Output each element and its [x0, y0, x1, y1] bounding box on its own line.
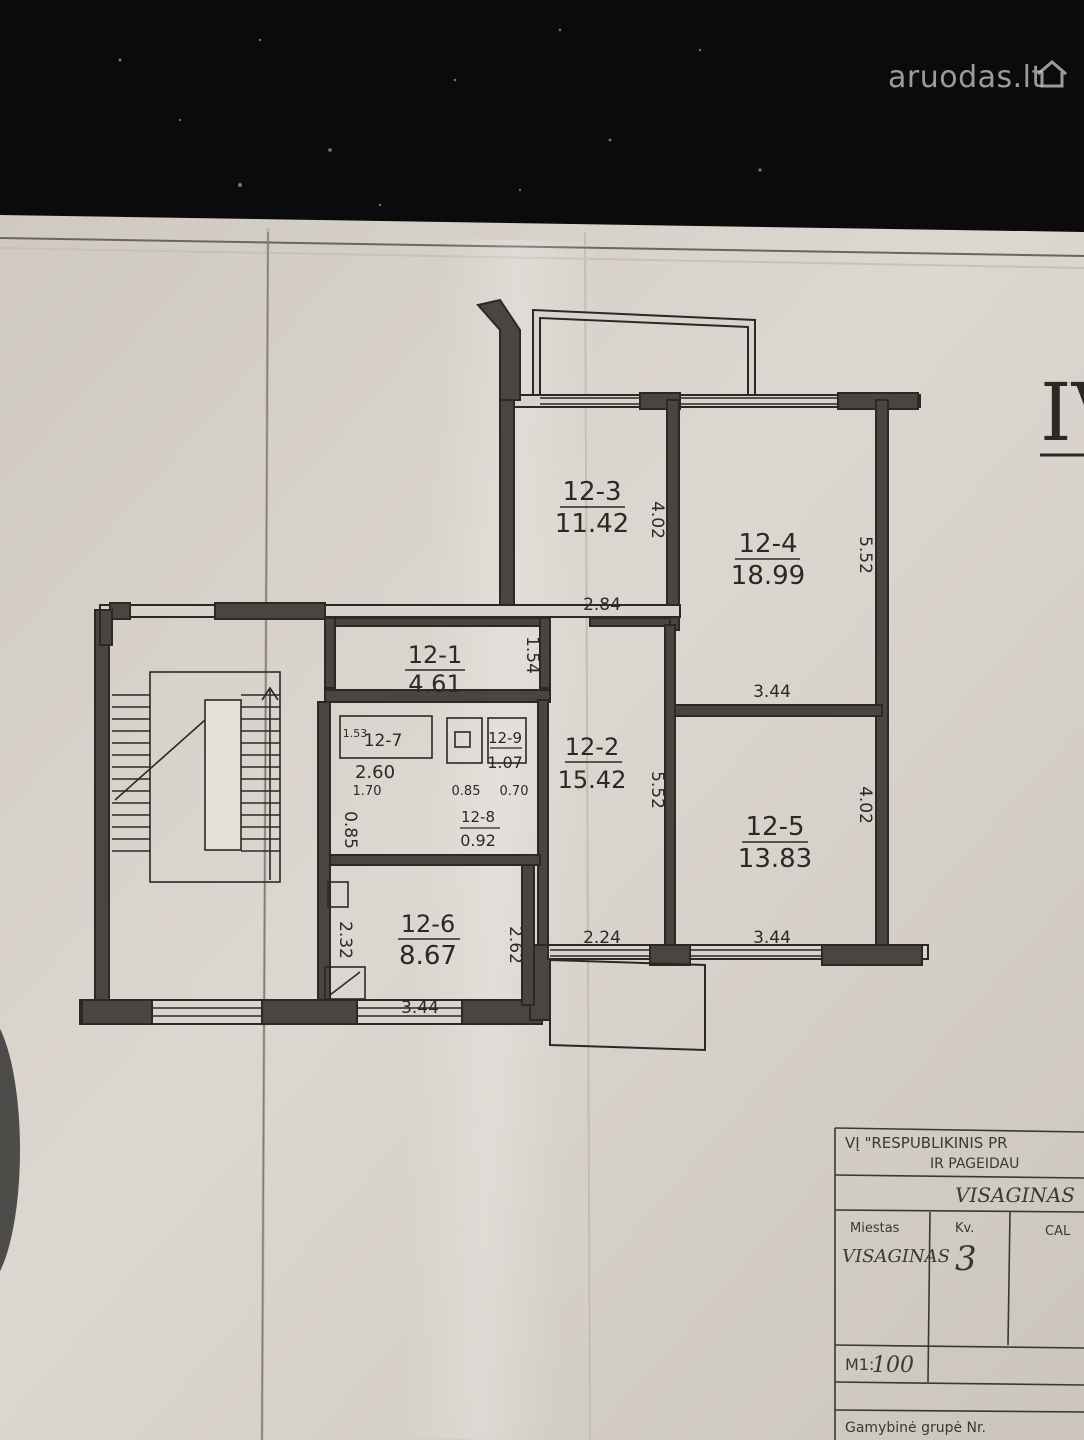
windows — [152, 397, 838, 1017]
room-id-12-9: 12-9 — [488, 729, 522, 747]
room-area-12-2: 15.42 — [558, 766, 627, 794]
title-org-line2: IR PAGEIDAU — [930, 1156, 1019, 1172]
sink-icon — [446, 717, 483, 764]
room-id-12-3: 12-3 — [562, 477, 621, 507]
room-labels: 12-3 11.42 12-4 18.99 12-1 4.61 12-2 15.… — [355, 477, 812, 971]
title-block — [834, 1127, 1084, 1440]
dim-label: 0.70 — [500, 784, 529, 799]
title-footer: Gamybinė grupė Nr. — [845, 1420, 986, 1436]
room-area-12-5: 13.83 — [738, 844, 812, 874]
dim-label: 2.32 — [335, 921, 355, 959]
watermark: aruodas.lt — [880, 52, 1076, 108]
background-speckles — [118, 28, 762, 207]
title-org: VĮ "RESPUBLIKINIS PR — [845, 1134, 1008, 1152]
dim-label: 0.85 — [340, 811, 360, 849]
shelf-icon — [327, 881, 349, 908]
bathtub-icon — [339, 715, 433, 759]
stove-icon — [324, 966, 366, 1000]
dimensions: 4.02 5.52 2.84 1.54 3.44 5.52 4.02 2.24 … — [335, 501, 875, 1018]
room-area-12-4: 18.99 — [731, 561, 805, 591]
label-cal: CAL — [1045, 1224, 1071, 1239]
title-city-handwritten: VISAGINAS — [955, 1183, 1075, 1207]
dim-label: 4.02 — [855, 786, 875, 824]
sheet-header-numeral: IV — [1040, 366, 1084, 459]
dim-label: 1.70 — [353, 784, 382, 799]
photo-glare — [397, 237, 600, 1440]
value-kv: 3 — [955, 1239, 977, 1279]
room-area-12-7: 2.60 — [355, 762, 395, 783]
dim-label: 3.44 — [401, 998, 439, 1018]
finger-shadow — [0, 1028, 20, 1272]
dim-label: 1.54 — [522, 636, 542, 674]
dim-label: 1.53 — [343, 727, 368, 740]
dim-label: 0.85 — [452, 784, 481, 799]
value-city: VISAGINAS — [842, 1246, 950, 1267]
watermark-text: aruodas.lt — [888, 60, 1044, 95]
dim-label: 3.44 — [753, 682, 791, 702]
dim-label: 5.52 — [855, 536, 875, 574]
dim-label: 2.62 — [505, 926, 525, 964]
dim-label: 3.44 — [753, 928, 791, 948]
dim-label: 5.52 — [647, 771, 667, 809]
fixtures — [324, 715, 527, 1000]
staircase — [112, 671, 281, 883]
room-area-12-3: 11.42 — [555, 509, 629, 539]
scale-label: M1: — [845, 1355, 874, 1374]
dim-label: 2.84 — [583, 595, 621, 615]
label-kv: Kv. — [955, 1221, 974, 1236]
house-icon — [1037, 60, 1067, 88]
room-area-12-1: 4.61 — [408, 670, 461, 698]
room-id-12-6: 12-6 — [401, 910, 455, 938]
title-block-text: VĮ "RESPUBLIKINIS PR IR PAGEIDAU VISAGIN… — [842, 1134, 1075, 1436]
scale-value: 100 — [872, 1353, 914, 1378]
room-id-12-8: 12-8 — [461, 808, 495, 826]
room-area-12-9: 1.07 — [487, 753, 523, 772]
room-id-12-2: 12-2 — [565, 733, 619, 761]
room-id-12-7: 12-7 — [364, 731, 403, 751]
label-miestas: Miestas — [850, 1221, 900, 1236]
room-area-12-6: 8.67 — [399, 941, 457, 971]
room-id-12-4: 12-4 — [738, 529, 797, 559]
room-id-12-5: 12-5 — [745, 812, 804, 842]
room-id-12-1: 12-1 — [408, 641, 462, 669]
dim-label: 2.24 — [583, 928, 621, 948]
dim-label: 4.02 — [647, 501, 667, 539]
room-area-12-8: 0.92 — [460, 831, 496, 850]
